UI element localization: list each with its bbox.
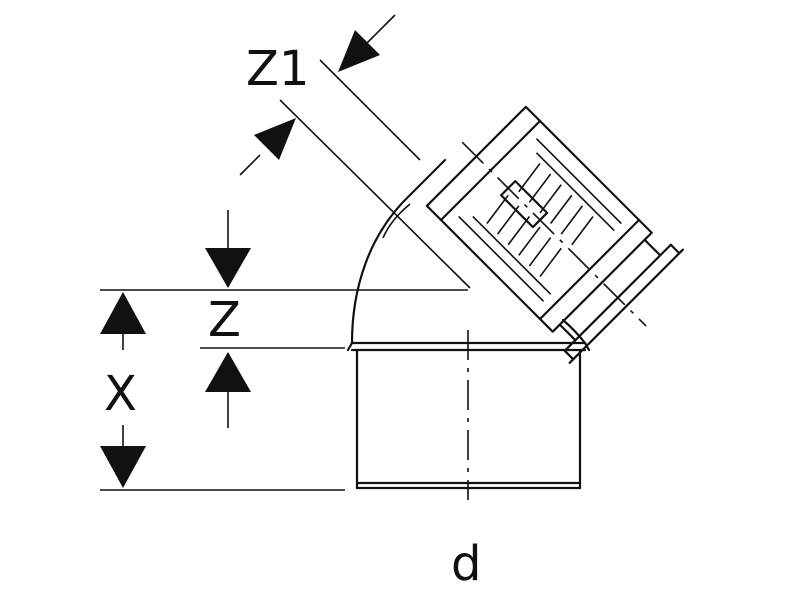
- lower-pipe-body: [346, 341, 591, 490]
- z1-arrow-upper: [338, 30, 380, 72]
- z1-label: Z1: [246, 41, 309, 97]
- z1-arrow-lower: [254, 118, 296, 160]
- x-arrow-bottom: [100, 446, 146, 488]
- z1-dimension: [239, 14, 471, 289]
- d-label: d: [451, 536, 481, 592]
- elbow-outer-curve: [350, 158, 447, 345]
- z-arrow-bottom: [205, 352, 251, 392]
- x-label: X: [104, 366, 137, 422]
- z-arrow-top: [205, 248, 251, 288]
- x-arrow-top: [100, 292, 146, 334]
- x-dimension: [100, 292, 345, 491]
- z-dimension: [100, 210, 468, 428]
- elbow-inner-curve: [561, 318, 587, 345]
- upper-socket: [425, 105, 684, 364]
- z-label: Z: [208, 292, 241, 348]
